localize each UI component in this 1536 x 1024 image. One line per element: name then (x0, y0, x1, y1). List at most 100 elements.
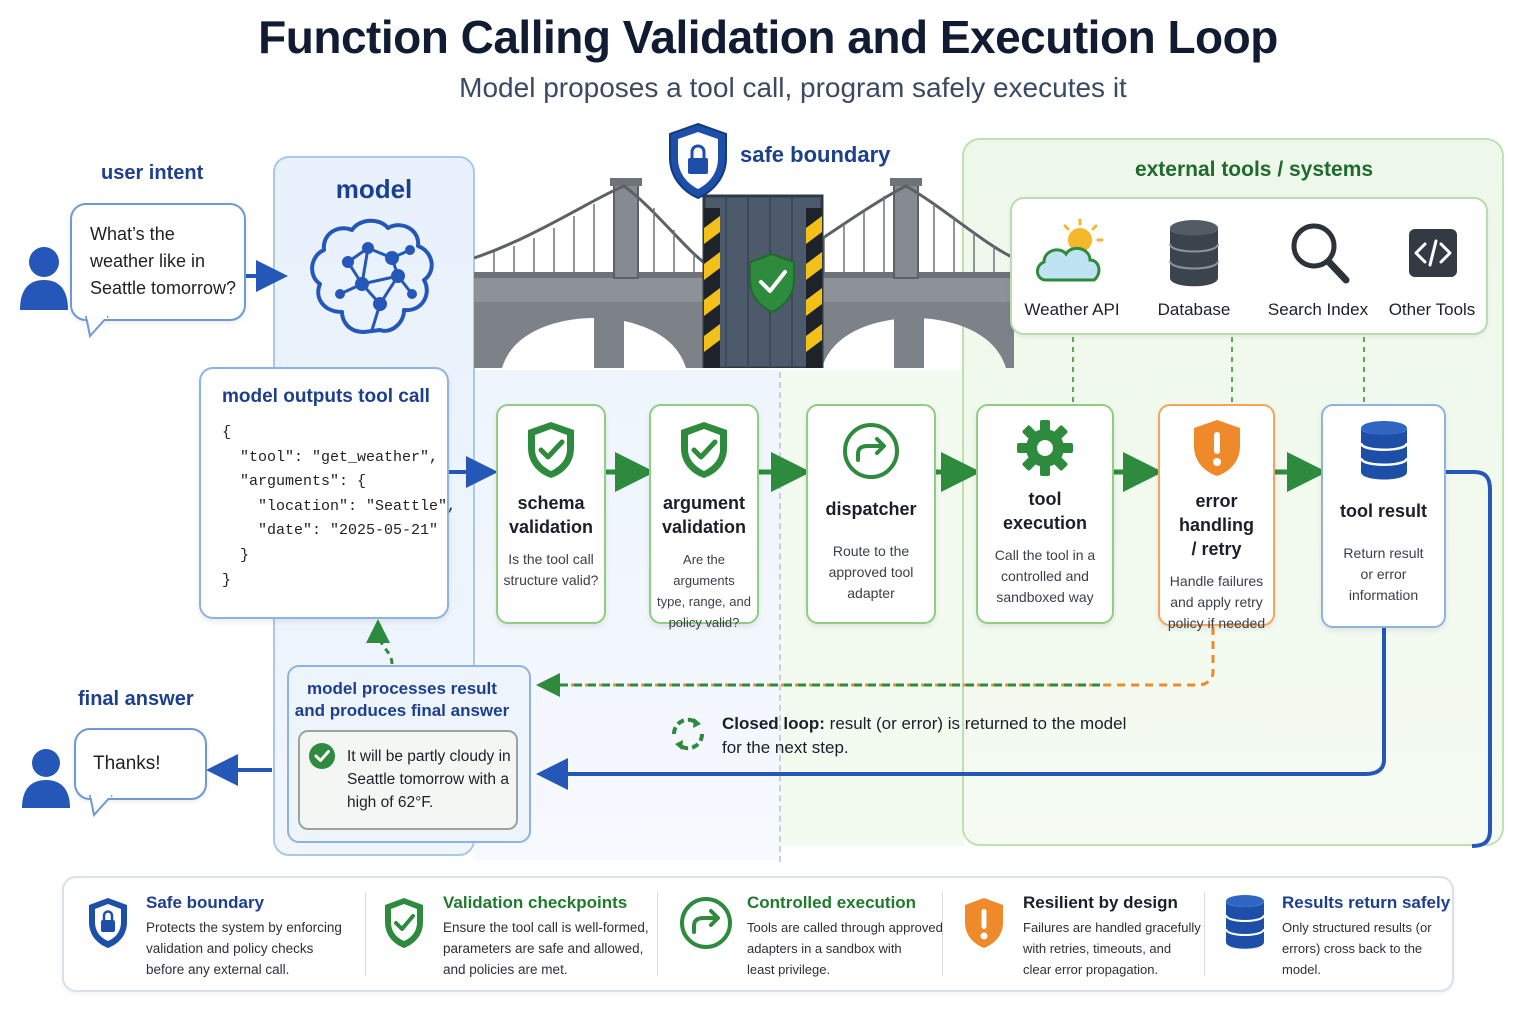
page-subtitle: Model proposes a tool call, program safe… (459, 72, 1127, 103)
lock-shield-icon (89, 898, 127, 948)
bridge-illustration (474, 178, 1014, 368)
dispatcher-card: dispatcher Route to the approved tool ad… (806, 404, 936, 624)
footer-title: Results return safely (1282, 893, 1451, 912)
footer-title: Safe boundary (146, 893, 265, 912)
footer-safe-boundary: Safe boundary Protects the system by enf… (146, 892, 366, 980)
footer-line: Failures are handled gracefully (1023, 920, 1201, 935)
schema-validation-card: schema validation Is the tool call struc… (496, 404, 606, 624)
card-title: schema (517, 493, 585, 513)
footer-line: Ensure the tool call is well-formed, (443, 920, 649, 935)
thanks-text: Thanks! (93, 753, 161, 774)
tool-call-code: { "tool": "get_weather", "arguments": { … (222, 421, 456, 593)
loop-arrows-icon (671, 717, 705, 751)
zone-divider (779, 372, 781, 862)
final-answer-box (298, 730, 518, 830)
cloud-sun-icon (1036, 218, 1104, 282)
tool-call-card (199, 367, 449, 619)
card-desc: Route to the (832, 543, 910, 559)
shield-check-icon (385, 898, 423, 948)
footer-results-return-safely: Results return safely Only structured re… (1282, 892, 1502, 980)
footer-controlled-execution: Controlled execution Tools are called th… (747, 892, 967, 980)
process-title-line: and produces final answer (294, 701, 510, 720)
question-line: Seattle tomorrow? (90, 278, 237, 298)
footer-resilient-by-design: Resilient by design Failures are handled… (1023, 892, 1243, 980)
card-title: execution (1002, 513, 1088, 533)
question-line: weather like in (90, 251, 206, 271)
shield-check-icon (528, 422, 574, 478)
footer-line: Only structured results (or (1282, 920, 1432, 935)
card-desc: Call the tool in a (994, 547, 1096, 563)
route-arrow-icon (843, 423, 899, 479)
argument-validation-card: argument validation Are the arguments ty… (649, 404, 759, 630)
card-desc: structure valid? (503, 572, 599, 588)
footer-title: Controlled execution (747, 893, 917, 912)
brain-network-icon (310, 218, 434, 334)
bubble-tail (89, 795, 113, 817)
database-icon (1225, 895, 1265, 949)
final-answer-label: final answer (78, 688, 194, 710)
user-icon (20, 247, 68, 310)
card-desc: sandboxed way (996, 589, 1094, 605)
tools-panel (1010, 197, 1488, 335)
closed-loop-bold: Closed loop: (722, 714, 825, 733)
card-desc: or error (1360, 566, 1407, 582)
code-icon (1409, 229, 1457, 277)
card-title: tool (1028, 489, 1062, 509)
footer-line: validation and policy checks (146, 941, 314, 956)
user-intent-label: user intent (101, 162, 204, 184)
tool-label-other-tools: Other Tools (1388, 300, 1476, 319)
footer-divider (1204, 892, 1205, 976)
card-title: validation (661, 517, 746, 537)
footer-line: and policies are met. (443, 962, 568, 977)
card-title: error handling (1179, 491, 1254, 535)
card-desc: controlled and (1001, 568, 1089, 584)
card-desc: Return result (1343, 545, 1424, 561)
magnifier-icon (1291, 223, 1350, 284)
process-result-title: model processes result and produces fina… (287, 678, 517, 722)
card-title: dispatcher (825, 499, 917, 519)
card-title: argument (662, 493, 745, 513)
card-desc: approved tool (828, 564, 914, 580)
card-title: / retry (1191, 539, 1242, 559)
footer-title: Validation checkpoints (443, 893, 628, 912)
code-line: } (222, 571, 232, 589)
answer-line: It will be partly cloudy in (347, 748, 511, 765)
route-arrow-icon (680, 897, 732, 949)
code-line: "location": "Seattle", (222, 497, 457, 515)
footer-line: Tools are called through approved (747, 920, 943, 935)
footer-line: clear error propagation. (1023, 962, 1159, 977)
footer-validation-checkpoints: Validation checkpoints Ensure the tool c… (443, 892, 663, 980)
tool-call-title: model outputs tool call (222, 386, 430, 407)
check-circle-icon (309, 743, 335, 769)
footer-line: model. (1282, 962, 1322, 977)
code-line: "arguments": { (222, 473, 367, 491)
gear-icon (1017, 420, 1073, 476)
database-icon (1169, 220, 1219, 287)
page-title: Function Calling Validation and Executio… (258, 11, 1278, 63)
footer-line: before any external call. (146, 962, 290, 977)
tool-result-card: tool result Return result or error infor… (1321, 404, 1446, 628)
closed-loop-note: Closed loop: result (or error) is return… (722, 712, 1126, 760)
card-title: tool result (1339, 501, 1427, 521)
card-desc: Are the arguments (673, 552, 735, 588)
warning-shield-icon (1193, 420, 1240, 476)
final-answer-text: It will be partly cloudy in Seattle tomo… (347, 745, 511, 814)
closed-loop-line2: for the next step. (722, 738, 849, 757)
card-desc: type, range, and (657, 594, 751, 609)
shield-check-icon (681, 422, 727, 478)
card-desc: policy if needed (1167, 615, 1266, 631)
card-title: validation (508, 517, 593, 537)
footer-title: Resilient by design (1023, 893, 1178, 912)
footer-divider (942, 892, 943, 976)
lock-shield-icon (669, 122, 727, 200)
footer-line: least privilege. (747, 962, 831, 977)
user-question-bubble: What’s the weather like in Seattle tomor… (70, 203, 246, 321)
footer-line: Protects the system by enforcing (146, 920, 342, 935)
answer-line: high of 62°F. (347, 794, 434, 811)
process-title-line: model processes result (307, 679, 497, 698)
footer-divider (365, 892, 366, 976)
warning-shield-icon (965, 898, 1003, 948)
code-line: } (222, 546, 250, 564)
footer-line: errors) cross back to the (1282, 941, 1423, 956)
